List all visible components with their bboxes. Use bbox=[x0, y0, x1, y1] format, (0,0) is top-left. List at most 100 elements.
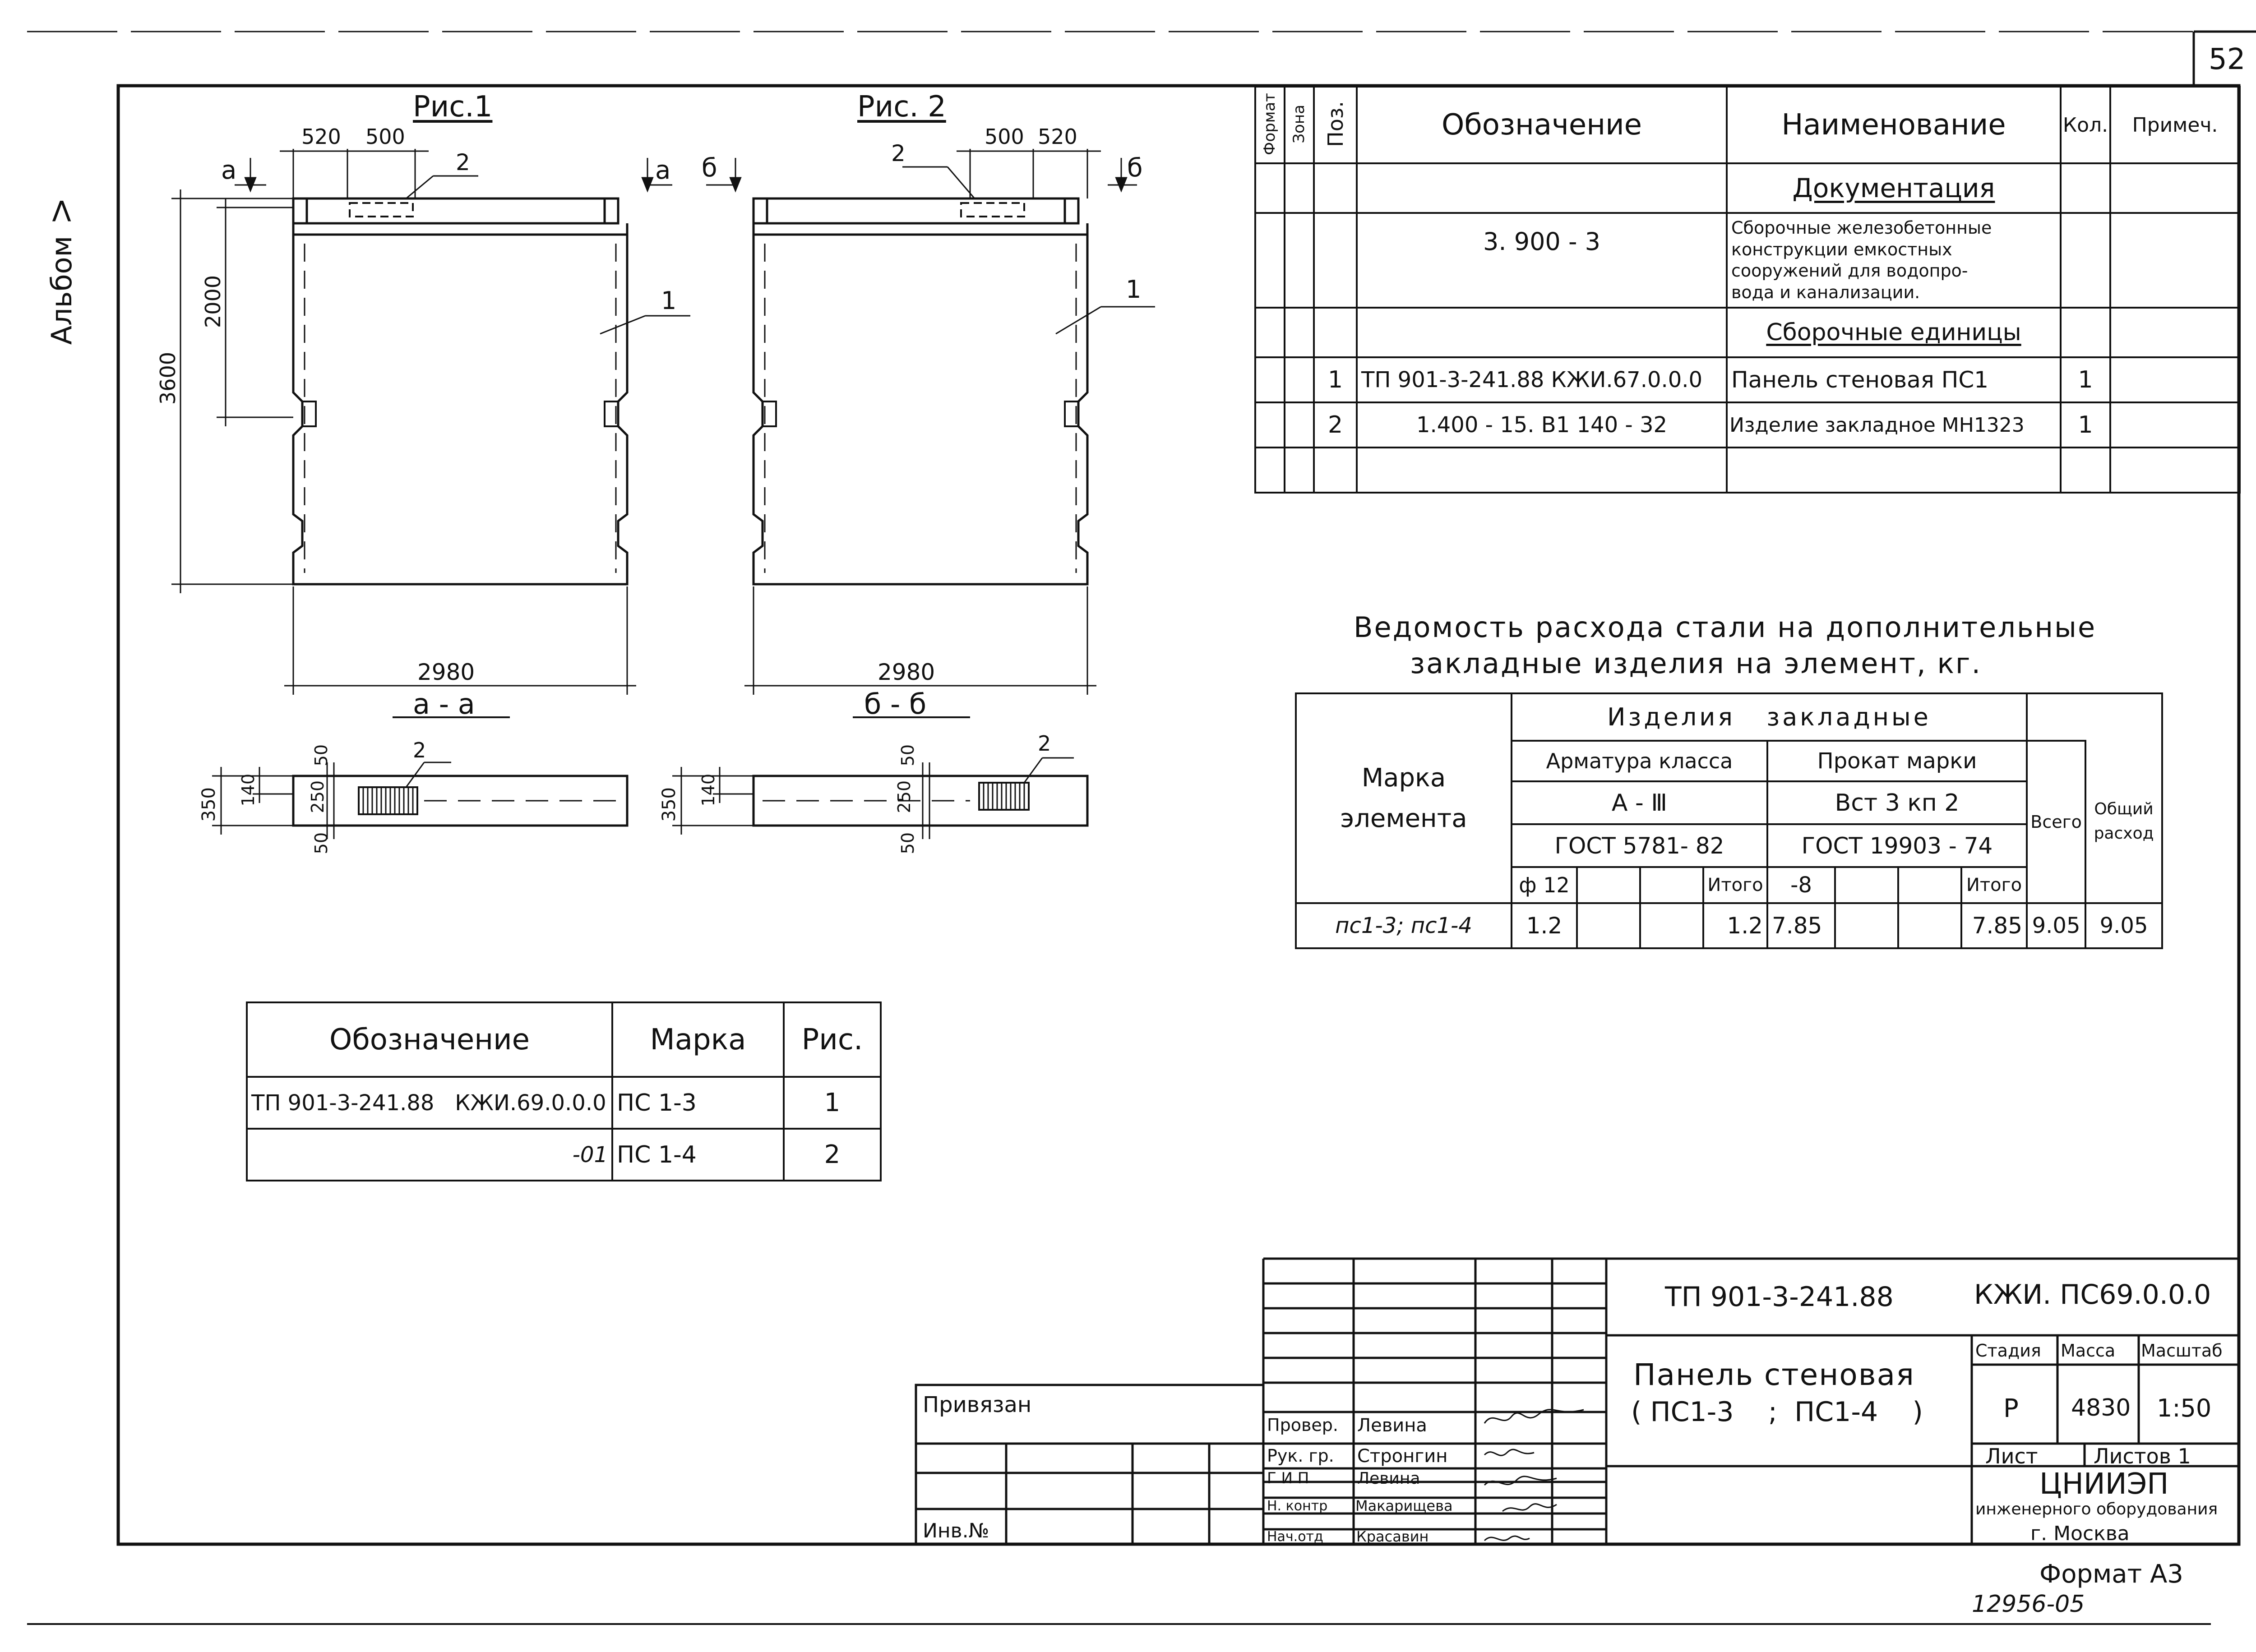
steel-arm-itogo: Итого bbox=[1702, 866, 1768, 904]
fig2-dim-520: 520 bbox=[1038, 125, 1077, 149]
spec-cell bbox=[1254, 212, 1285, 309]
steel-cell bbox=[1897, 902, 1962, 949]
spec-cell bbox=[1356, 307, 1728, 358]
fig2-dim-500: 500 bbox=[985, 125, 1024, 149]
spec-cell bbox=[1313, 212, 1358, 309]
variants-row2-fig: 2 bbox=[783, 1128, 882, 1181]
section-b-dim-250: 250 bbox=[894, 780, 914, 815]
spec-section-docs: Документация bbox=[1726, 162, 2062, 214]
variants-row1-designation: ТП 901-3-241.88 КЖИ.69.0.0.0 bbox=[246, 1076, 613, 1130]
spec-header-pos: Поз. bbox=[1313, 86, 1358, 164]
spec-cell bbox=[1254, 307, 1285, 358]
variants-table: Обозначение Марка Рис. ТП 901-3-241.88 К… bbox=[246, 1001, 882, 1181]
variants-row1-mark: ПС 1-3 bbox=[611, 1076, 785, 1130]
sheet-number: 52 bbox=[2209, 43, 2246, 76]
spec-doc-name: Сборочные железобетонные конструкции емк… bbox=[1726, 212, 2062, 309]
spec-cell bbox=[2109, 162, 2241, 214]
organization-city: г. Москва bbox=[2030, 1522, 2130, 1545]
signer-name-3: Левина bbox=[1357, 1469, 1420, 1488]
section-a-dim-250: 250 bbox=[308, 780, 328, 815]
table-row: пс1-3; пс1-4 1.2 1.2 7.85 7.85 9.05 9.05 bbox=[1295, 902, 2164, 949]
specification-table: Формат Зона Поз. Обозначение Наименовани… bbox=[1254, 86, 2241, 494]
fig2-section-mark-right: б bbox=[1127, 153, 1143, 183]
spec-cell bbox=[1284, 356, 1315, 403]
spec-doc-name-line2: конструкции емкостных bbox=[1731, 239, 1952, 259]
steel-col-mark: Марка элемента bbox=[1295, 692, 1512, 904]
spec-cell bbox=[2060, 307, 2111, 358]
steel-cell bbox=[1576, 902, 1641, 949]
spec-doc-name-line3: сооружений для водопро- bbox=[1731, 261, 1968, 281]
spec-row1-qty: 1 bbox=[2060, 356, 2111, 403]
signer-role-3: Г И П bbox=[1267, 1469, 1309, 1487]
spec-cell bbox=[2109, 401, 2241, 448]
section-a-dim-50-top: 50 bbox=[311, 744, 331, 768]
spec-cell bbox=[1313, 162, 1358, 214]
bound-label: Привязан bbox=[923, 1392, 1032, 1417]
spec-header-note: Примеч. bbox=[2109, 86, 2241, 164]
section-b-title: б - б bbox=[864, 688, 927, 720]
spec-header-zone: Зона bbox=[1284, 86, 1315, 164]
spec-cell bbox=[1254, 447, 1285, 494]
section-b-dim-50-top: 50 bbox=[898, 744, 918, 768]
stage-label: Стадия bbox=[1975, 1341, 2041, 1361]
steel-rolled: Прокат марки bbox=[1766, 740, 2028, 782]
fig2-title: Рис. 2 bbox=[857, 90, 946, 124]
fig2-section-mark-left: б bbox=[702, 153, 717, 183]
signer-role-2: Рук. гр. bbox=[1267, 1446, 1334, 1466]
section-a-dim-140-text: 140 bbox=[238, 774, 258, 807]
spec-header-qty: Кол. bbox=[2060, 86, 2111, 164]
steel-cell bbox=[2026, 692, 2164, 741]
spec-cell bbox=[1284, 401, 1315, 448]
fig1-dim-2000: 2000 bbox=[201, 275, 225, 330]
section-b-outline bbox=[672, 716, 1089, 839]
spec-cell bbox=[1356, 162, 1728, 214]
steel-col-mark-line2: элемента bbox=[1340, 803, 1467, 833]
steel-cell bbox=[1639, 866, 1704, 904]
fig1-title: Рис.1 bbox=[413, 90, 493, 124]
variants-header-fig: Рис. bbox=[783, 1001, 882, 1078]
section-b-dim-250-text: 250 bbox=[894, 780, 914, 813]
organization-name: ЦНИИЭП bbox=[2039, 1467, 2169, 1501]
steel-arm-grade: А - Ⅲ bbox=[1511, 780, 1768, 825]
signature-marks bbox=[1484, 1409, 1584, 1541]
fig1-dim-2980: 2980 bbox=[417, 659, 475, 685]
spec-doc-name-line4: вода и канализации. bbox=[1731, 282, 1920, 302]
table-row: 2 1.400 - 15. В1 140 - 32 Изделие заклад… bbox=[1254, 401, 2241, 448]
section-b-dim-350: 350 bbox=[659, 787, 680, 823]
signer-name-5: Красавин bbox=[1356, 1528, 1429, 1545]
spec-header-format: Формат bbox=[1254, 86, 1285, 164]
fig1-dim-520: 520 bbox=[301, 125, 341, 149]
variants-row1-fig: 1 bbox=[783, 1076, 882, 1130]
album-label-text: Альбом Ⅴ bbox=[45, 194, 78, 345]
section-a-dim-50-bottom-text: 50 bbox=[311, 832, 331, 854]
table-row: ТП 901-3-241.88 КЖИ.69.0.0.0 ПС 1-3 1 bbox=[246, 1076, 882, 1130]
title-block-lines bbox=[915, 1257, 2239, 1546]
fig1-callout-1: 1 bbox=[661, 286, 677, 315]
spec-header-zone-text: Зона bbox=[1290, 105, 1308, 143]
spec-cell bbox=[2060, 162, 2111, 214]
fig2-callout-2: 2 bbox=[891, 140, 906, 166]
section-a-callout: 2 bbox=[413, 738, 426, 762]
spec-row2-name: Изделие закладное МН1323 bbox=[1726, 401, 2062, 448]
spec-section-units-text: Сборочные единицы bbox=[1766, 319, 2021, 346]
fig2-panel-outline bbox=[752, 197, 1089, 586]
steel-rolled-grade: Вст 3 кп 2 bbox=[1766, 780, 2028, 825]
spec-row1-designation: ТП 901-3-241.88 КЖИ.67.0.0.0 bbox=[1356, 356, 1728, 403]
steel-arm-gost: ГОСТ 5781- 82 bbox=[1511, 823, 1768, 868]
section-a-dim-50-bottom: 50 bbox=[311, 832, 331, 856]
steel-row-arm: 1.2 bbox=[1511, 902, 1578, 949]
section-b-dim-50-top-text: 50 bbox=[898, 744, 918, 766]
drawing-title: Панель стеновая bbox=[1633, 1357, 1915, 1392]
spec-row2-qty: 1 bbox=[2060, 401, 2111, 448]
fig1-callout-2: 2 bbox=[456, 149, 470, 175]
section-a-dim-50-top-text: 50 bbox=[311, 744, 331, 766]
section-a-title: а - а bbox=[413, 688, 475, 720]
steel-general-line2: расход bbox=[2094, 824, 2154, 843]
spec-cell bbox=[1254, 401, 1285, 448]
steel-col-mark-line1: Марка bbox=[1361, 763, 1446, 793]
organization-subtitle: инженерного оборудования bbox=[1975, 1500, 2218, 1518]
spec-section-units: Сборочные единицы bbox=[1726, 307, 2062, 358]
fig1-dim-3600: 3600 bbox=[156, 352, 180, 406]
spec-row2-designation: 1.400 - 15. В1 140 - 32 bbox=[1356, 401, 1728, 448]
